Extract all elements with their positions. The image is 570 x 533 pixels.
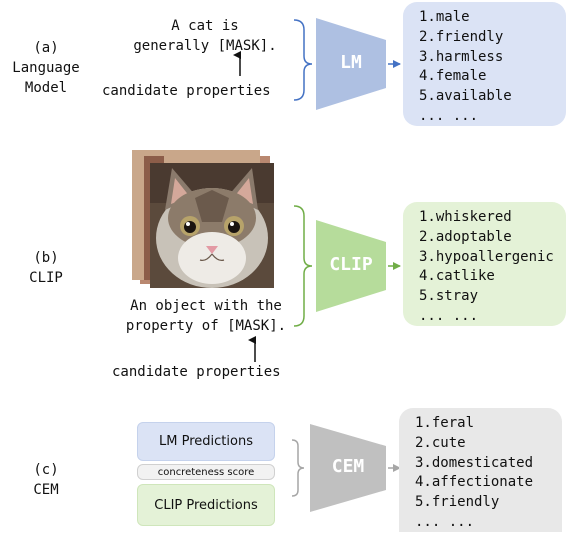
lm-predictions-box: 1.male 2.friendly 3.harmless 4.female 5.…	[403, 2, 566, 126]
clip-panel-letter: (b)	[33, 250, 59, 266]
cem-model-shape	[310, 424, 386, 512]
clip-model-shape	[316, 220, 386, 312]
cem-prediction-item: ... ...	[415, 513, 475, 530]
cem-panel-letter: (c)	[33, 462, 59, 478]
concreteness-score-box: concreteness score	[137, 464, 275, 480]
cem-input-bracket	[291, 439, 305, 497]
cem-prediction-item: 3.domesticated	[415, 454, 534, 471]
cem-predictions-box: 1.feral 2.cute 3.domesticated 4.affectio…	[399, 408, 562, 532]
lm-panel-name-line1: Language	[12, 60, 80, 76]
clip-prediction-item: 5.stray	[419, 288, 479, 305]
cem-panel-label: (c) CEM	[6, 460, 86, 500]
lm-predictions-input: LM Predictions	[137, 422, 275, 461]
clip-prompt-line2: property of [MASK].	[125, 318, 287, 334]
lm-prediction-item: 4.female	[419, 68, 487, 85]
clip-prediction-item: 1.whiskered	[419, 209, 512, 225]
lm-prediction-item: 1.male	[419, 9, 470, 25]
clip-prompt-line1: An object with the	[130, 298, 282, 314]
lm-candidates-label: candidate properties	[102, 83, 271, 99]
cem-prediction-item: 5.friendly	[415, 494, 500, 511]
lm-prompt-line1: A cat is	[171, 18, 239, 34]
lm-prediction-item: ... ...	[419, 107, 479, 124]
lm-prompt: A cat is generally [MASK].	[110, 16, 300, 56]
clip-prediction-item: 2.adoptable	[419, 228, 512, 245]
lm-panel-letter: (a)	[33, 40, 59, 56]
lm-model-name: LM	[340, 52, 362, 73]
clip-prediction-item: 3.hypoallergenic	[419, 248, 554, 265]
cem-prediction-item: 1.feral	[415, 415, 475, 431]
cem-prediction-item: 4.affectionate	[415, 474, 534, 491]
clip-candidates-label: candidate properties	[112, 364, 281, 380]
lm-model-shape	[316, 18, 386, 110]
cem-panel-name: CEM	[33, 482, 59, 498]
cem-prediction-item: 2.cute	[415, 434, 466, 451]
lm-prediction-item: 5.available	[419, 88, 512, 105]
clip-prompt: An object with the property of [MASK].	[112, 296, 300, 336]
clip-prediction-item: ... ...	[419, 307, 479, 324]
clip-predictions-box: 1.whiskered 2.adoptable 3.hypoallergenic…	[403, 202, 566, 326]
cem-model-name: CEM	[331, 456, 365, 477]
clip-predictions-input: CLIP Predictions	[137, 484, 275, 526]
clip-panel-name: CLIP	[29, 270, 63, 286]
clip-model-name: CLIP	[329, 254, 373, 275]
lm-panel-label: (a) Language Model	[6, 38, 86, 98]
lm-panel-name-line2: Model	[24, 80, 68, 96]
lm-input-bracket	[293, 19, 313, 101]
clip-input-bracket	[293, 205, 313, 327]
clip-panel-label: (b) CLIP	[6, 248, 86, 288]
lm-prompt-line2: generally [MASK].	[133, 38, 277, 54]
cat-image-stack	[132, 150, 274, 288]
clip-prediction-item: 4.catlike	[419, 268, 495, 285]
lm-prediction-item: 3.harmless	[419, 48, 504, 65]
lm-prediction-item: 2.friendly	[419, 28, 504, 45]
